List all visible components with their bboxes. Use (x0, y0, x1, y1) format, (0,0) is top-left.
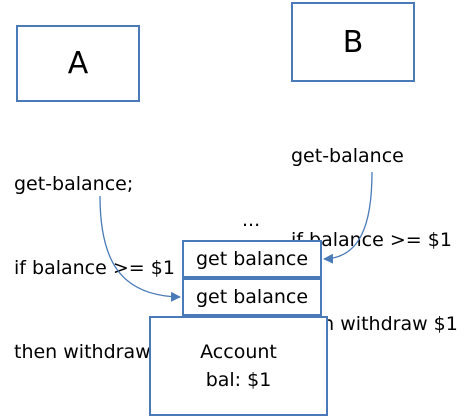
account-title: Account (200, 341, 277, 363)
process-b-label: B (342, 24, 364, 60)
process-b-code-line-2: if balance >= $1 (291, 229, 452, 251)
process-a-label: A (67, 46, 89, 81)
arrow-a-to-queue (99, 195, 181, 302)
arrow-b-to-queue (323, 171, 373, 264)
account-balance: bal: $1 (205, 369, 272, 391)
process-b-code: get-balance if balance >= $1 then withdr… (291, 86, 458, 366)
queue-item-2: get balance (182, 278, 322, 316)
process-b-code-line-1: get-balance (291, 145, 404, 167)
process-b-box: B (291, 2, 415, 82)
queue-item-1: get balance (182, 240, 322, 278)
process-a-code-line-2: if balance >= $1 (14, 257, 175, 279)
process-a-code-line-1: get-balance; (14, 173, 134, 195)
process-a-box: A (16, 25, 140, 102)
queue-item-1-label: get balance (195, 248, 309, 270)
queue-item-2-label: get balance (195, 286, 309, 308)
account-box: Account bal: $1 (149, 316, 328, 416)
queue-ellipsis: ... (242, 209, 261, 231)
